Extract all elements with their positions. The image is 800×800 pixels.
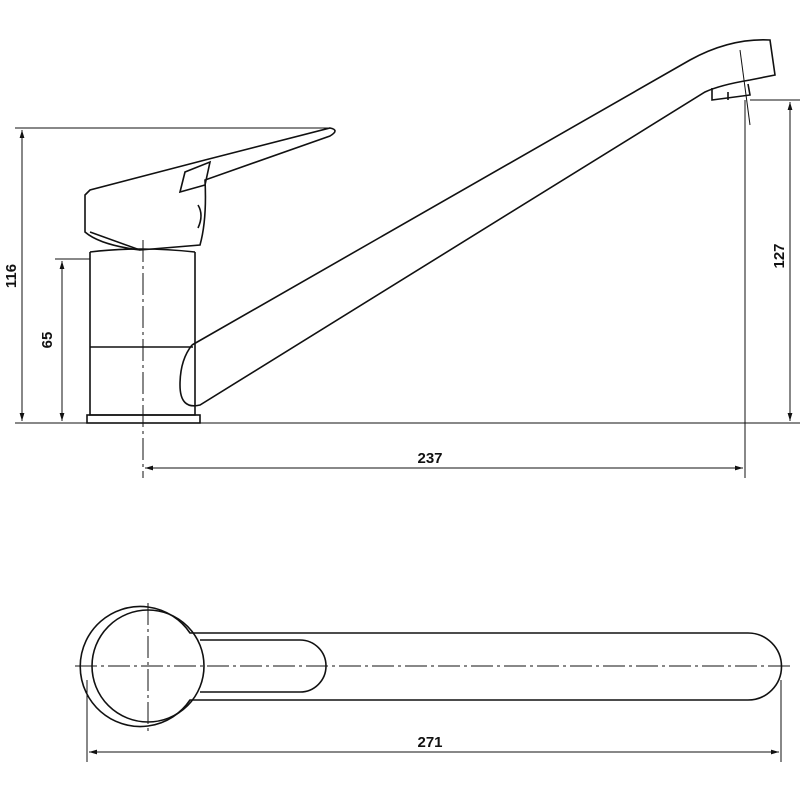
label-127: 127 xyxy=(771,243,788,268)
side-view: 116 65 127 237 xyxy=(3,39,800,478)
faucet-handle xyxy=(84,127,336,251)
label-237: 237 xyxy=(417,450,442,467)
top-view: 271 xyxy=(75,603,792,762)
label-116: 116 xyxy=(3,264,20,288)
label-271: 271 xyxy=(417,734,442,751)
top-outline xyxy=(79,605,783,728)
faucet-spout xyxy=(179,39,776,407)
label-65: 65 xyxy=(39,332,56,349)
